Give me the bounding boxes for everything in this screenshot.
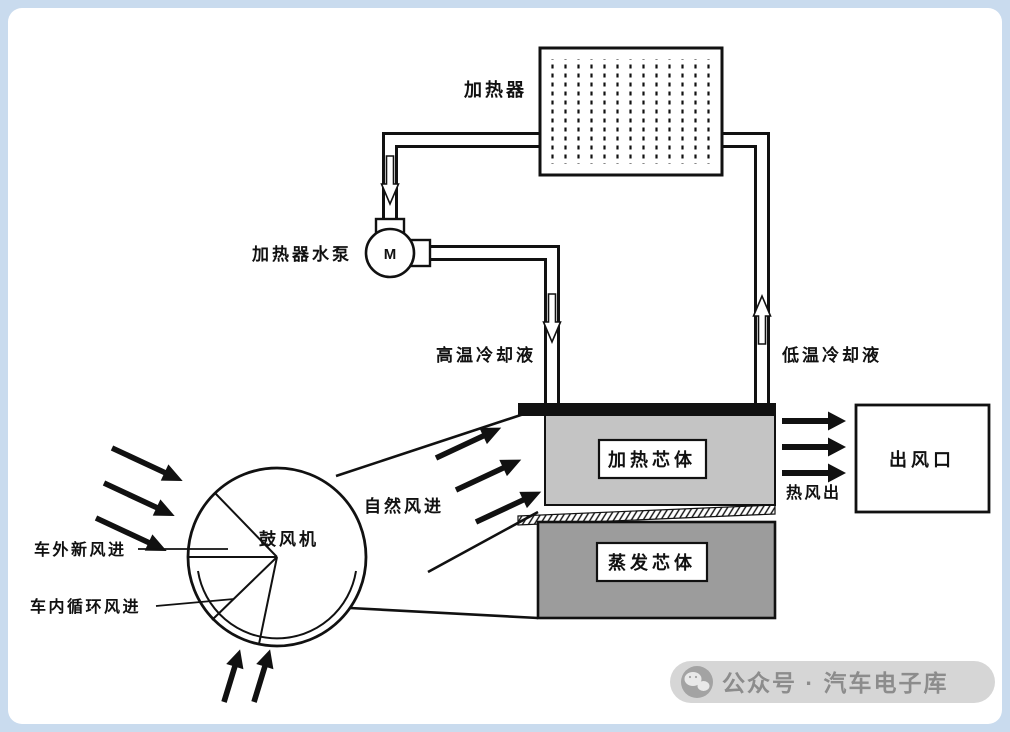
recirc-air-label: 车内循环风进 [30,597,141,616]
pipe-heater-to-pump-bore [385,135,540,224]
blower-blade [258,556,278,645]
recirc-air-callout: 车内循环风进 [30,597,235,616]
duct-air-arrows [432,419,546,531]
outlet-air-arrows [782,411,846,483]
evaporator-label: 蒸发芯体 [608,552,696,573]
pump-motor [364,227,416,279]
watermark: 公众号 · 汽车电子库 [670,661,995,703]
cold-coolant-label: 低温冷却液 [781,345,882,365]
pipe-return [720,132,770,410]
heating-core-header-bar [518,403,775,416]
outlet-air-arrow [782,437,846,457]
heating-core-tag [597,438,708,480]
duct-air-arrow [452,451,526,499]
evaporator-tag [595,541,709,583]
pipe-pump-to-core [426,245,560,410]
air-outlet-label: 出风口 [889,449,955,470]
air-outlet: 出风口 热风出 [786,403,991,514]
blower-blade [211,556,278,621]
blower-label: 鼓风机 [259,529,319,549]
pipe-heater-to-pump [382,132,540,224]
bottom-air-arrows [215,646,279,705]
pump-label: 加热器水泵 [251,244,352,264]
leader-line [155,598,235,607]
wechat-icon [681,666,713,698]
blower: 鼓风机 [186,466,368,648]
pump-motor-label: M [384,246,397,263]
pipe-pump-to-core-bore [426,248,557,410]
inlet-air-arrow [100,474,179,525]
bottom-air-arrow [245,646,279,705]
air-outlet-box [854,403,991,514]
hot-air-out-label: 热风出 [786,483,842,502]
heating-core: 加热芯体 [518,403,776,506]
coolant-pipes [380,132,772,410]
core-separator-fins [517,504,776,526]
outside-air-callout: 车外新风进 [34,540,228,559]
evaporator-core: 蒸发芯体 [536,520,777,620]
hot-coolant-label: 高温冷却液 [436,345,536,365]
heating-core-label: 加热芯体 [607,449,696,470]
natural-air-label: 自然风进 [364,496,444,516]
duct-top-wall [335,405,546,478]
bottom-air-arrow [215,646,249,705]
duct-bottom-wall [349,606,539,620]
inlet-air-arrow [108,439,187,490]
heater: 加热器 [463,46,724,177]
heater-label: 加热器 [463,79,527,100]
outlet-air-arrow [782,411,846,431]
heater-water-pump: M 加热器水泵 [251,217,432,279]
watermark-text: 公众号 · 汽车电子库 [722,670,948,696]
blower-blade [214,492,278,558]
watermark-pill [670,661,995,703]
outside-air-label: 车外新风进 [34,540,127,559]
heater-matrix [551,59,711,164]
outlet-air-arrow [782,463,846,483]
duct-air-arrow [432,419,506,467]
